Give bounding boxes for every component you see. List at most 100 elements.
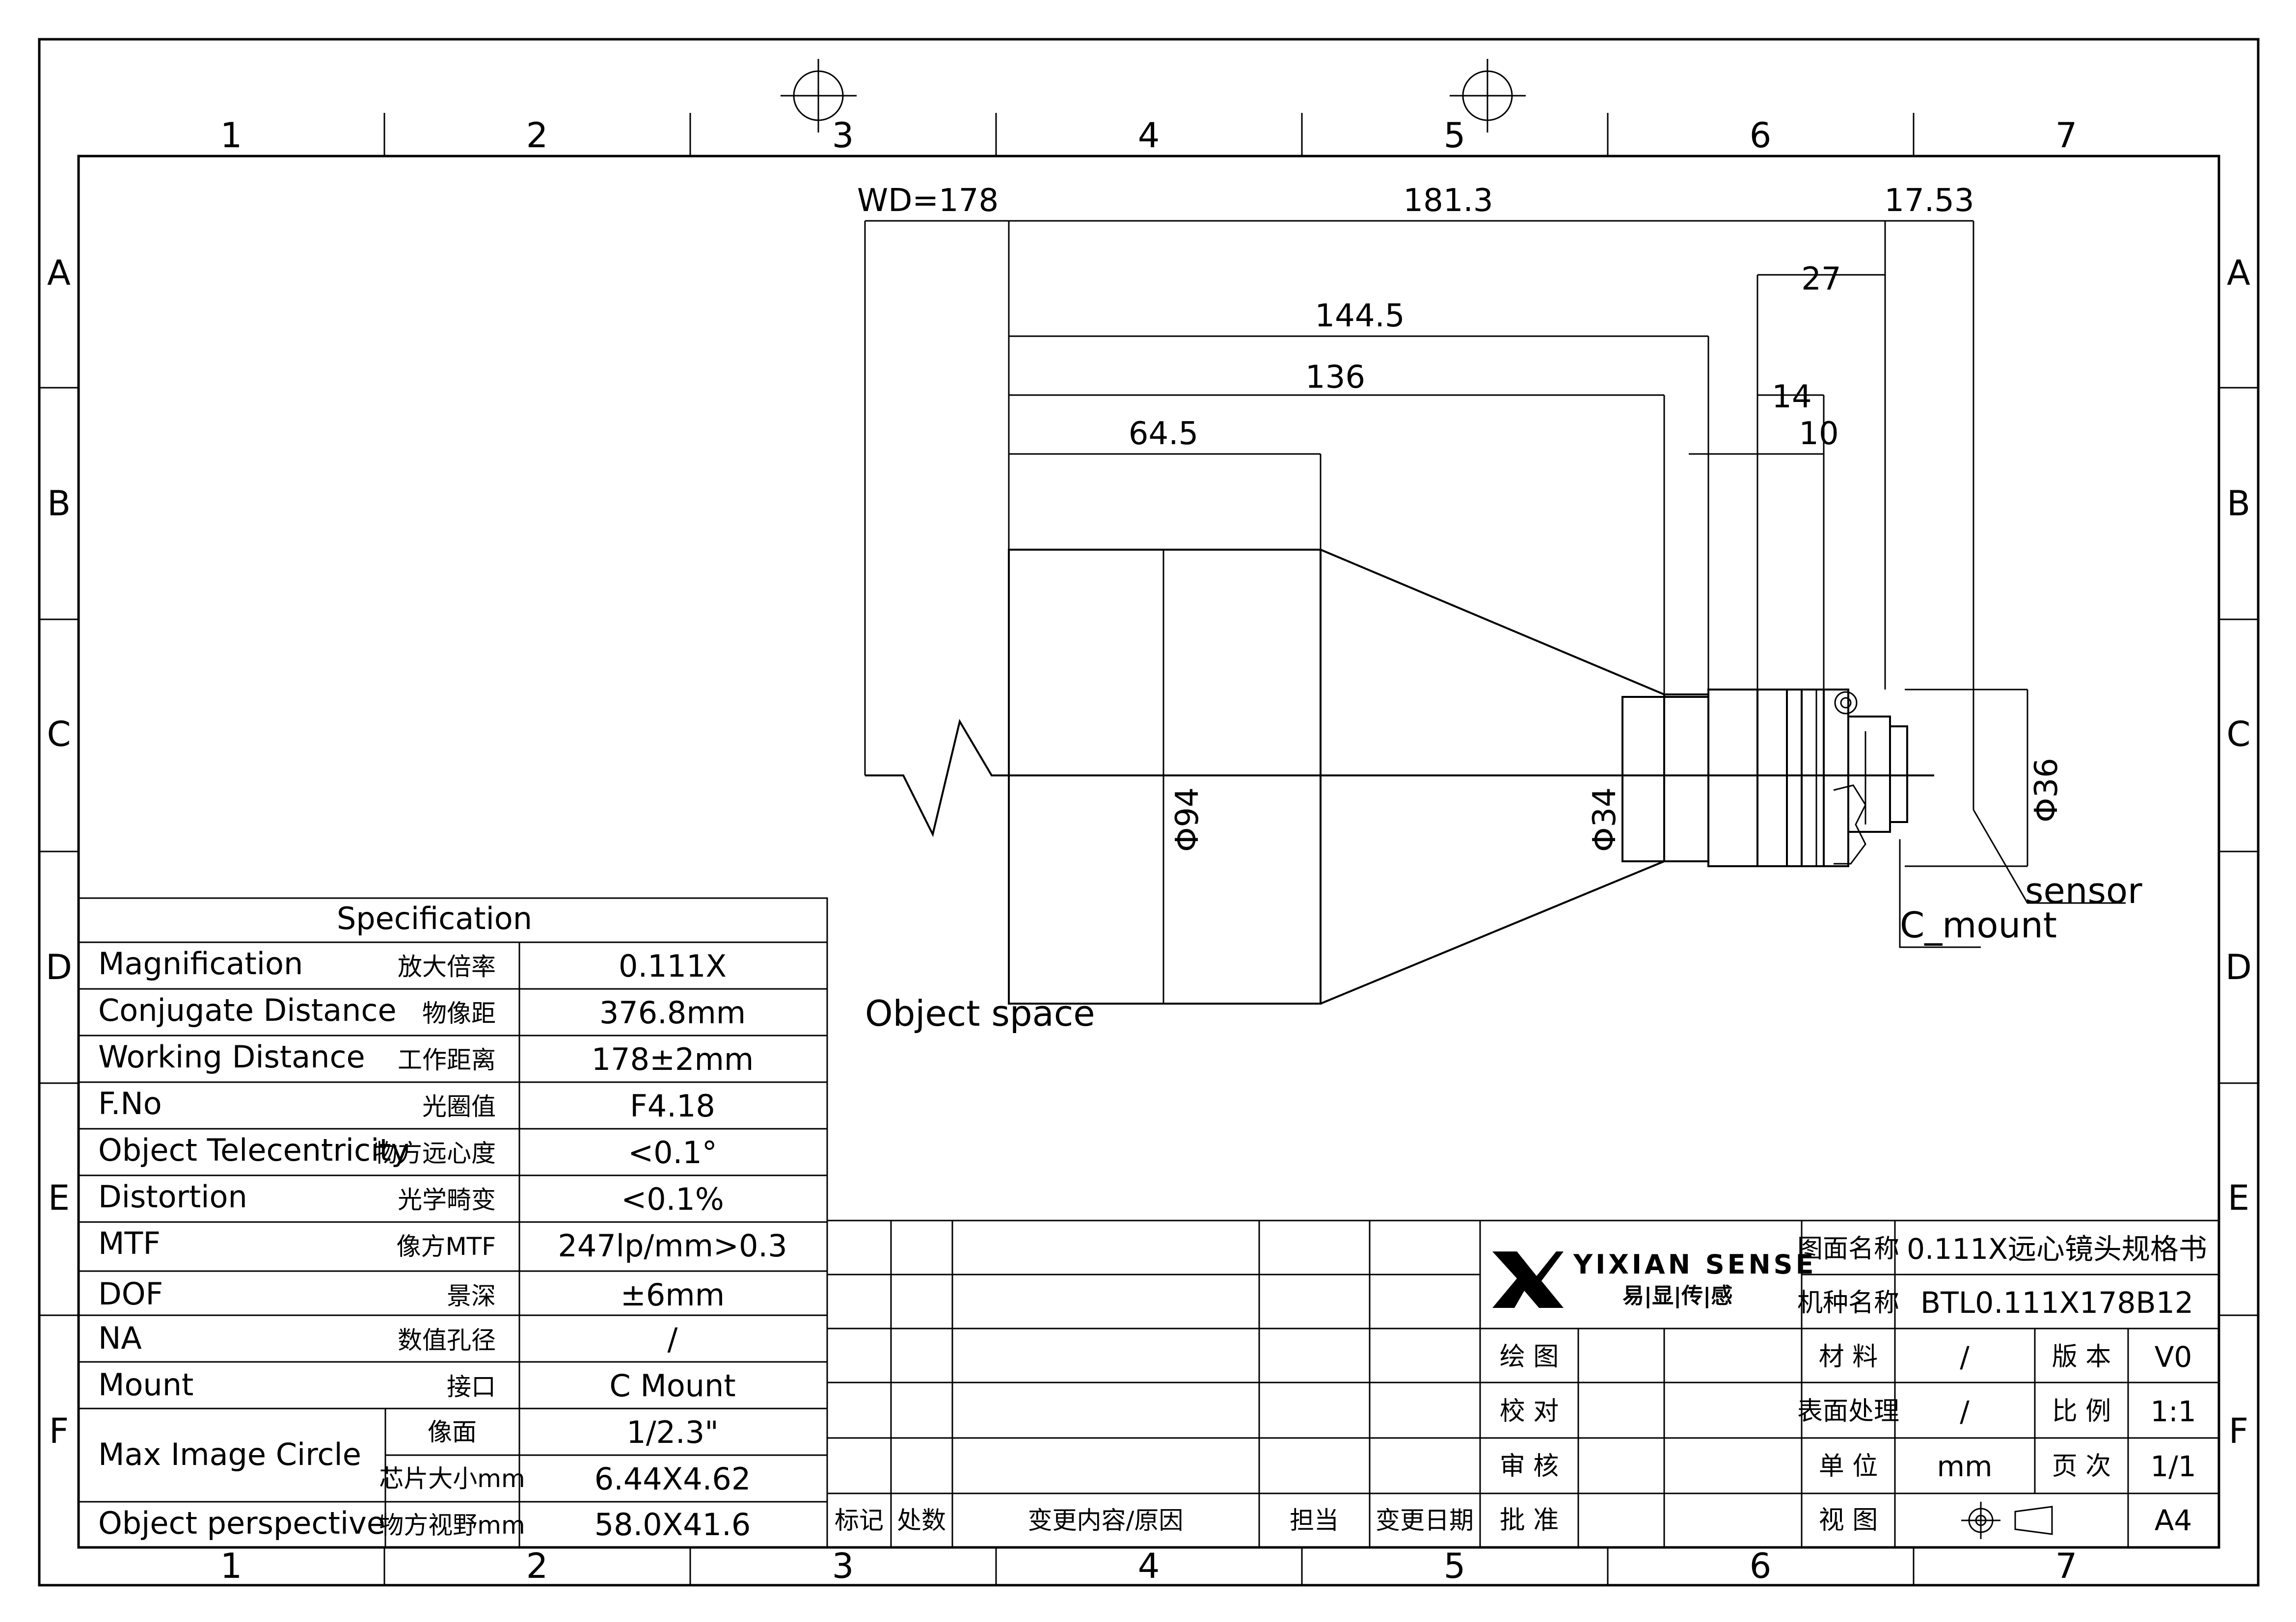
row-label-left-c: C — [47, 714, 71, 754]
drawing-name-label: 图面名称 — [1797, 1234, 1899, 1264]
row-label-right-c: C — [2227, 714, 2251, 754]
col-label-bottom-7: 7 — [2055, 1546, 2078, 1586]
spec-row-distortion-value: <0.1% — [621, 1181, 724, 1217]
drawing-name-value: 0.111X远心镜头规格书 — [1907, 1232, 2207, 1266]
title-block: 图面名称 0.111X远心镜头规格书 机种名称 BTL0.111X178B12 … — [1500, 1232, 2207, 1537]
drawn-label: 绘 图 — [1500, 1342, 1559, 1372]
spec-row-mtf-en: MTF — [98, 1225, 161, 1261]
revision-table-grid — [826, 1220, 1481, 1548]
spec-row-fno-cn: 光圈值 — [422, 1092, 496, 1121]
title-block-grid — [1479, 1220, 2220, 1548]
spec-row-mount-cn: 接口 — [447, 1373, 496, 1401]
col-label-bottom-3: 3 — [832, 1546, 854, 1586]
dim-phi-36: Φ36 — [2028, 758, 2065, 823]
dim-phi-34: Φ34 — [1587, 787, 1623, 852]
dim-27: 27 — [1801, 261, 1841, 297]
col-label-bottom-2: 2 — [526, 1546, 548, 1586]
ring-3 — [1786, 689, 1803, 867]
model-value: BTL0.111X178B12 — [1920, 1286, 2193, 1320]
first-angle-projection-icon — [1961, 1502, 2053, 1539]
cone-bottom — [1320, 860, 1708, 1005]
col-label-bottom-5: 5 — [1444, 1546, 1466, 1586]
row-label-right-d: D — [2225, 947, 2252, 987]
spec-row-na-en: NA — [98, 1320, 142, 1356]
spec-chip-size-cn: 芯片大小mm — [379, 1464, 525, 1493]
object-space-label: Object space — [865, 993, 1095, 1034]
surface-label: 表面处理 — [1797, 1397, 1899, 1426]
spec-row-telecentricity-cn: 物方远心度 — [373, 1139, 496, 1168]
row-label-right-a: A — [2227, 253, 2250, 293]
page-value: 1/1 — [2150, 1450, 2196, 1483]
lock-screw-icon — [1834, 691, 1858, 715]
row-label-right-f: F — [2229, 1411, 2248, 1451]
page-label: 页 次 — [2052, 1452, 2111, 1481]
dim-181: 181.3 — [1403, 183, 1493, 219]
logo-text-en: YIXIAN SENSE — [1573, 1249, 1816, 1280]
revision-header-content: 变更内容/原因 — [1028, 1506, 1184, 1535]
dim-64-5: 64.5 — [1129, 416, 1199, 452]
row-label-left-b: B — [47, 483, 71, 524]
spec-row-fno-value: F4.18 — [630, 1088, 715, 1124]
unit-value: mm — [1937, 1450, 1993, 1483]
col-label-top-1: 1 — [220, 115, 243, 156]
spec-image-plane-value: 1/2.3" — [626, 1414, 718, 1450]
spec-row-conjugate-en: Conjugate Distance — [98, 992, 397, 1028]
outer-frame — [38, 38, 2260, 1587]
spec-max-image-circle-en: Max Image Circle — [98, 1436, 361, 1472]
revision-header-owner: 担当 — [1290, 1506, 1339, 1535]
approved-label: 批 准 — [1500, 1506, 1559, 1535]
spec-row-na-cn: 数值孔径 — [398, 1326, 496, 1355]
dim-14: 14 — [1772, 379, 1811, 415]
version-value: V0 — [2155, 1340, 2192, 1374]
dimension-lines — [864, 220, 2126, 1004]
dim-phi-94: Φ94 — [1169, 787, 1206, 852]
row-label-left-f: F — [49, 1411, 69, 1451]
spec-row-conjugate-cn: 物像距 — [422, 999, 496, 1028]
row-label-left-d: D — [46, 947, 72, 987]
col-label-top-3: 3 — [832, 115, 854, 156]
dim-144-5: 144.5 — [1315, 298, 1405, 334]
spec-row-mtf-cn: 像方MTF — [397, 1232, 496, 1261]
row-label-left-e: E — [48, 1178, 70, 1218]
dim-10: 10 — [1799, 416, 1838, 452]
dim-17-53: 17.53 — [1884, 183, 1974, 219]
material-label: 材 料 — [1819, 1342, 1878, 1372]
spec-row-magnification-cn: 放大倍率 — [398, 953, 496, 981]
spec-title: Specification — [337, 901, 532, 936]
spec-object-perspective-en: Object perspective — [98, 1505, 385, 1541]
checked-label: 校 对 — [1500, 1397, 1559, 1426]
front-barrel — [1008, 549, 1322, 1005]
scale-value: 1:1 — [2150, 1395, 2196, 1428]
spec-object-perspective-value: 58.0X41.6 — [594, 1507, 751, 1542]
paper-size-value: A4 — [2155, 1504, 2192, 1537]
spec-row-mount-en: Mount — [98, 1367, 193, 1403]
col-label-top-6: 6 — [1750, 115, 1772, 156]
col-label-top-5: 5 — [1444, 115, 1466, 156]
spec-row-working-en: Working Distance — [98, 1039, 365, 1075]
grid-dividers — [39, 113, 2258, 1585]
spec-row-telecentricity-en: Object Telecentricity — [98, 1132, 409, 1168]
cone-top — [1320, 549, 1708, 695]
c-mount-ring — [1823, 689, 1849, 867]
spec-row-dof-en: DOF — [98, 1276, 163, 1312]
revision-headers: 标记 处数 变更内容/原因 担当 变更日期 — [835, 1506, 1474, 1535]
row-label-left-a: A — [47, 253, 71, 293]
spec-table: Specification Magnification 放大倍率 0.111X … — [98, 901, 787, 1542]
surface-value: / — [1960, 1395, 1970, 1428]
spec-row-telecentricity-value: <0.1° — [628, 1135, 717, 1170]
logo-x-mark-icon — [1492, 1251, 1564, 1308]
spec-row-distortion-en: Distortion — [98, 1179, 247, 1215]
dim-wd: WD=178 — [857, 183, 999, 219]
spec-chip-size-value: 6.44X4.62 — [594, 1461, 751, 1497]
ring-2 — [1756, 689, 1788, 867]
spec-row-dof-value: ±6mm — [621, 1277, 725, 1313]
ring-4 — [1801, 689, 1825, 867]
company-logo: YIXIAN SENSE 易|显|传|感 — [1492, 1249, 1816, 1308]
spec-row-distortion-cn: 光学畸变 — [398, 1186, 496, 1214]
spec-object-perspective-cn: 物方视野mm — [379, 1511, 525, 1540]
col-label-top-2: 2 — [526, 115, 548, 156]
row-label-right-e: E — [2228, 1178, 2249, 1218]
spec-row-working-cn: 工作距离 — [398, 1046, 496, 1074]
spec-image-plane-cn: 像面 — [428, 1418, 477, 1446]
rear-tube — [1621, 696, 1709, 862]
